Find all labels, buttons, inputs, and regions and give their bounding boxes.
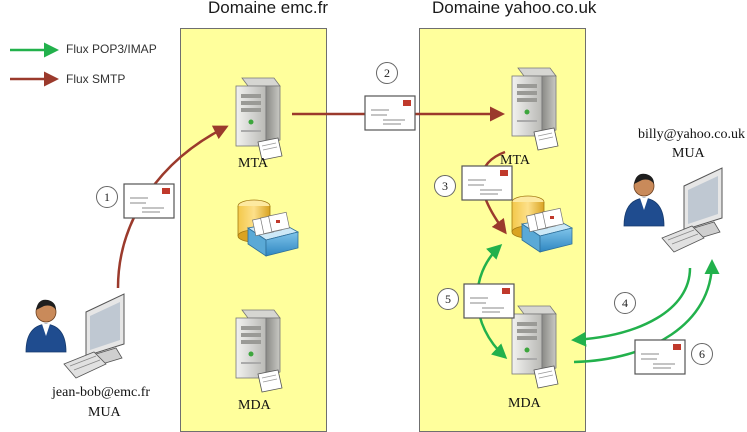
step-5-badge: 5 (437, 288, 459, 310)
user-left-computer-icon (25, 293, 125, 379)
left-mailbox-icon (237, 199, 299, 257)
right-mda-server-icon (511, 305, 557, 375)
right-mda-envelope-icon (533, 365, 559, 389)
left-mda-envelope-icon (257, 369, 283, 393)
envelope-step-1-icon (123, 183, 175, 219)
user-right-role: MUA (672, 146, 705, 161)
domain-yahoo-title: Domaine yahoo.co.uk (432, 0, 597, 17)
right-mta-label: MTA (500, 153, 530, 168)
step-4-badge: 4 (614, 292, 636, 314)
right-mta-server-icon (511, 67, 557, 137)
right-mailbox-icon (511, 195, 573, 253)
right-mta-envelope-icon (533, 127, 559, 151)
legend-smtp-label: Flux SMTP (66, 72, 126, 86)
right-mda-label: MDA (508, 396, 541, 411)
envelope-step-3-icon (461, 165, 513, 201)
step-1-badge: 1 (96, 186, 118, 208)
domain-emc-title: Domaine emc.fr (208, 0, 328, 17)
user-left-role: MUA (88, 405, 121, 420)
user-right-computer-icon (623, 167, 723, 253)
envelope-step-2-icon (364, 95, 416, 131)
step-2-badge: 2 (376, 62, 398, 84)
envelope-step-6-icon (634, 339, 686, 375)
legend-pop-imap-label: Flux POP3/IMAP (66, 42, 157, 56)
user-left-email: jean-bob@emc.fr (52, 385, 151, 400)
pop-flow-4 (571, 267, 692, 347)
envelope-step-5-icon (463, 283, 515, 319)
step-3-badge: 3 (434, 175, 456, 197)
left-mta-server-icon (235, 77, 281, 147)
left-mda-label: MDA (238, 398, 271, 413)
user-right-email: billy@yahoo.co.uk (638, 127, 745, 142)
step-6-badge: 6 (691, 343, 713, 365)
left-mda-server-icon (235, 309, 281, 379)
left-mta-label: MTA (238, 156, 268, 171)
pop-flow-6 (573, 259, 720, 364)
